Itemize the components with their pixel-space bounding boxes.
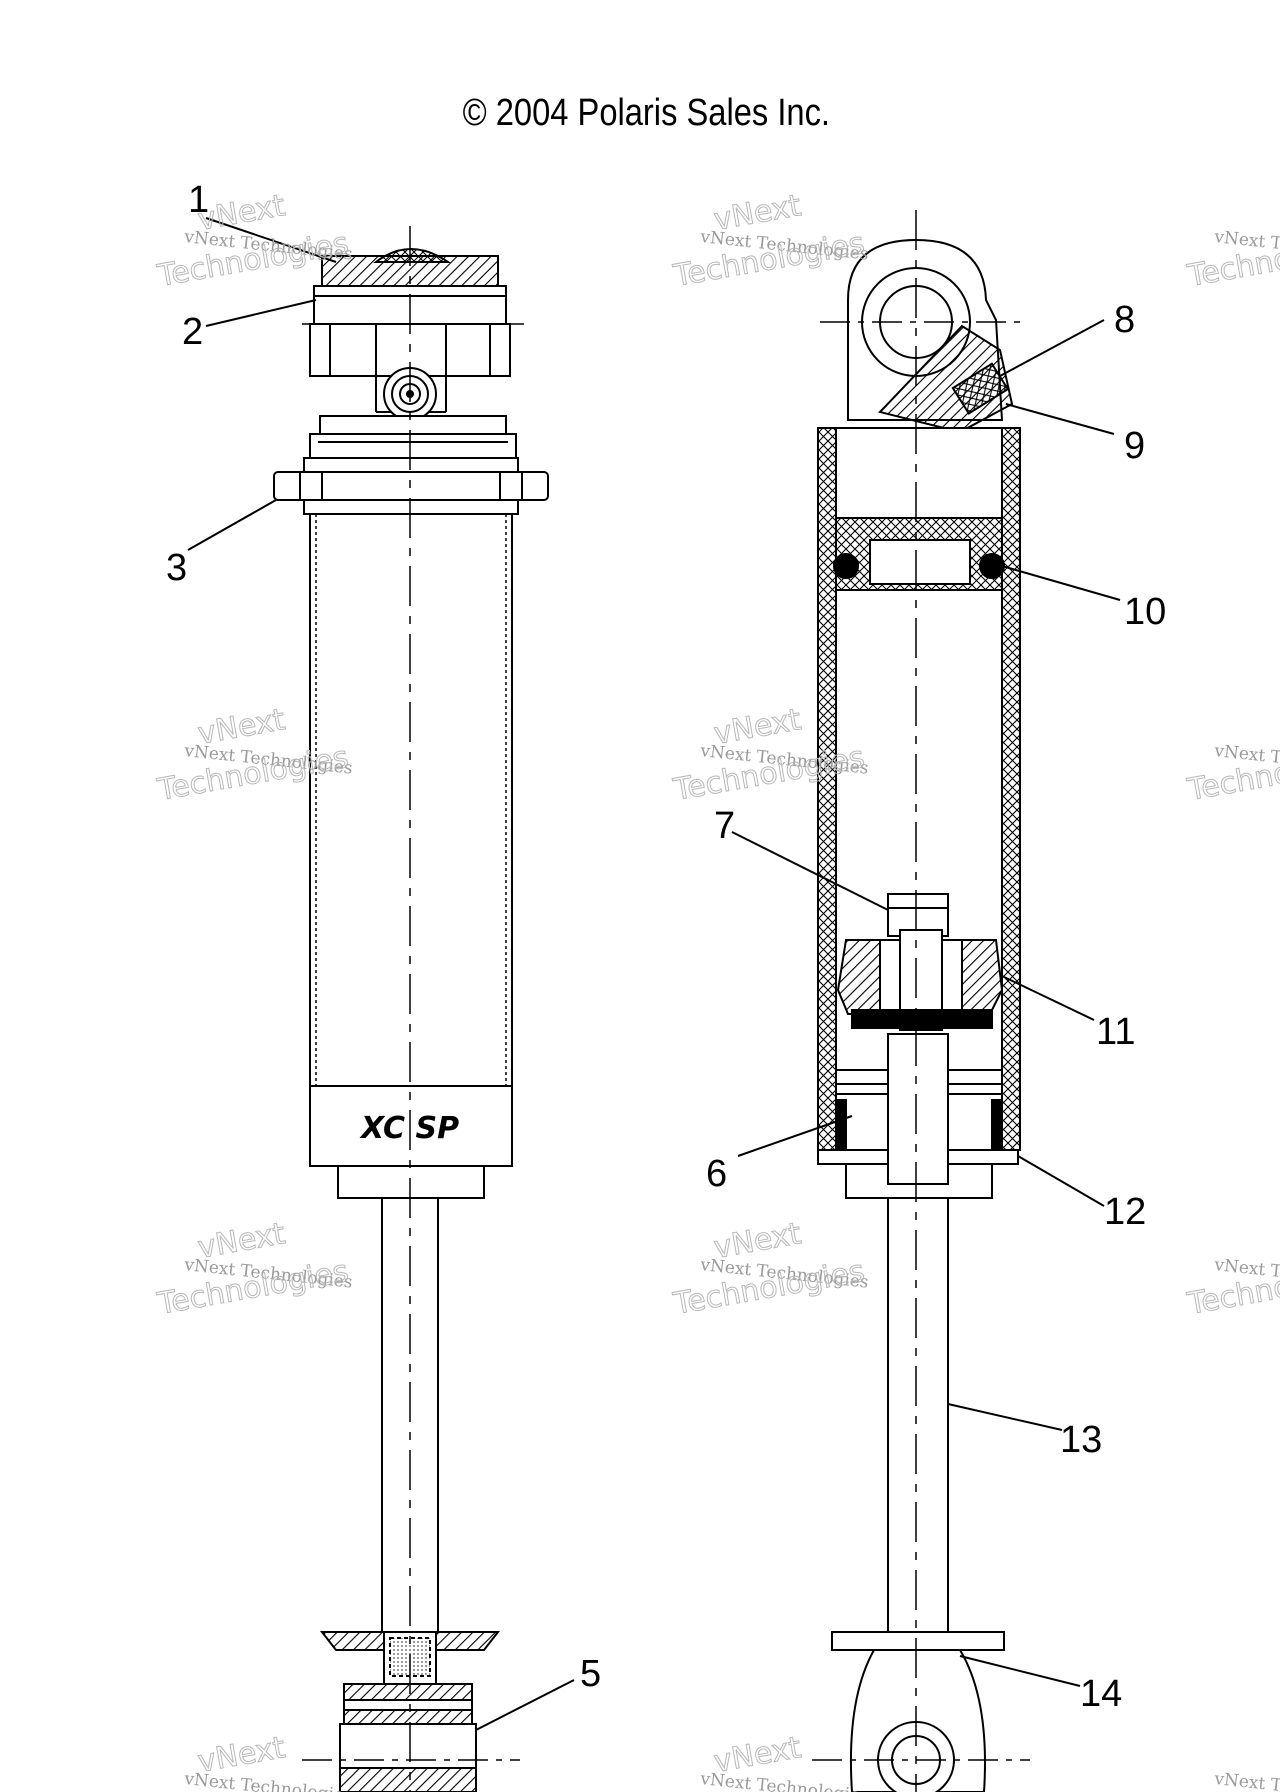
left-shock-exterior xyxy=(273,226,549,1792)
callout-3: 3 xyxy=(166,547,187,589)
callout-7: 7 xyxy=(714,805,735,847)
callout-8: 8 xyxy=(1114,299,1135,341)
callout-10: 10 xyxy=(1124,591,1166,633)
body-logo: XC SP xyxy=(359,1111,459,1146)
callout-9: 9 xyxy=(1124,425,1145,467)
callout-12: 12 xyxy=(1104,1191,1146,1233)
callout-2: 2 xyxy=(182,311,203,353)
cap-dome xyxy=(373,248,452,263)
callout-5: 5 xyxy=(580,1653,601,1695)
right-shock-section xyxy=(812,210,1030,1792)
callout-1: 1 xyxy=(188,179,209,221)
callouts: 1 2 3 5 6 7 8 9 10 11 12 13 14 xyxy=(166,179,1166,1715)
watermark-small: vNext Technologies xyxy=(182,1769,353,1792)
leader-lines xyxy=(187,217,1121,1731)
watermark-small: vNext Technologies xyxy=(698,1769,869,1792)
callout-11: 11 xyxy=(1096,1011,1135,1053)
callout-13: 13 xyxy=(1060,1419,1102,1461)
callout-6: 6 xyxy=(706,1153,727,1195)
copyright-notice: © 2004 Polaris Sales Inc. xyxy=(462,92,831,134)
callout-14: 14 xyxy=(1080,1673,1122,1715)
watermark-small: vNext Technologies xyxy=(1212,1769,1280,1792)
